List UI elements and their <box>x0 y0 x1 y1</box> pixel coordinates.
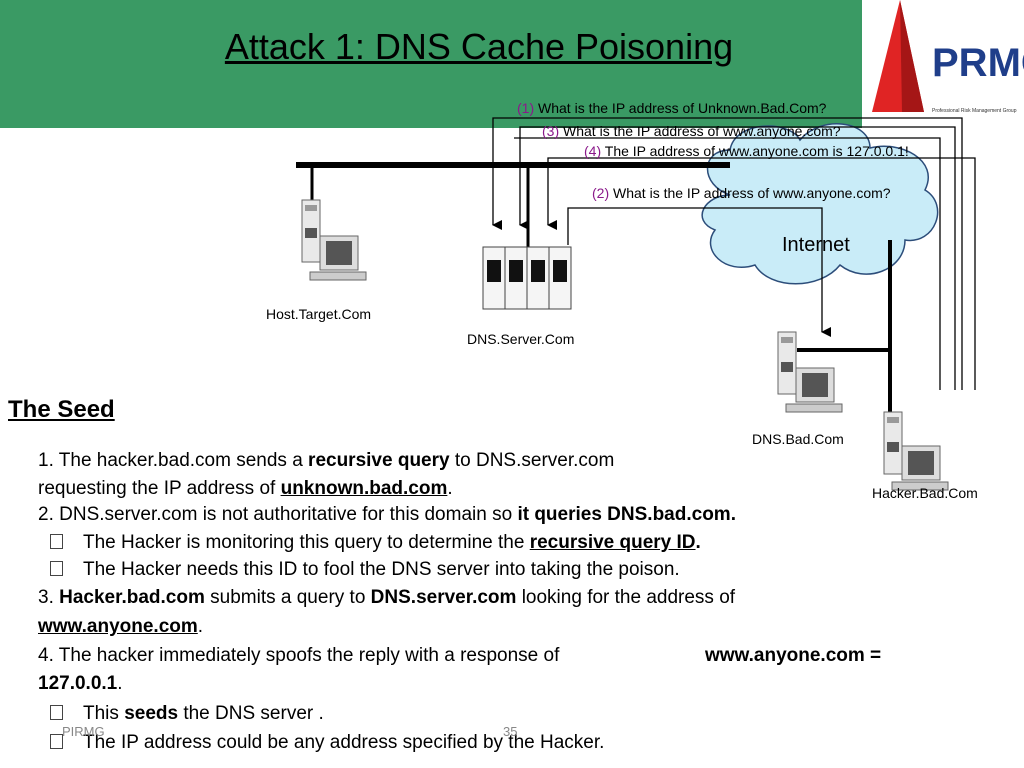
flow-1-arrow <box>492 117 963 390</box>
flow-2-label: (2) What is the IP address of www.anyone… <box>592 185 891 201</box>
dns-bad-computer-icon <box>777 331 843 413</box>
title-band <box>0 0 862 128</box>
logo-subtext: Professional Risk Management Group <box>932 108 1017 114</box>
bullet-box-icon <box>50 534 63 549</box>
prmg-logo: PRMG Professional Risk Management Group <box>862 0 1024 128</box>
footer-left: PIRMG <box>62 724 105 739</box>
flow-4-label: (4) The IP address of www.anyone.com is … <box>584 143 909 159</box>
flow-3-arrow <box>519 126 956 390</box>
step-4-value: www.anyone.com = <box>705 645 882 666</box>
step-2-bullet-2: The Hacker needs this ID to fool the DNS… <box>50 559 680 581</box>
step-3-line-1: 3. Hacker.bad.com submits a query to DNS… <box>38 587 736 608</box>
flow-2-arrow <box>567 207 831 337</box>
slide-title: Attack 1: DNS Cache Poisoning <box>224 26 734 67</box>
flow-3-label: (3) What is the IP address of www.anyone… <box>542 123 841 139</box>
section-heading: The Seed <box>8 396 115 423</box>
hacker-bad-label: Hacker.Bad.Com <box>872 485 978 501</box>
bullet-box-icon <box>50 734 63 749</box>
dns-server-label: DNS.Server.Com <box>467 331 575 347</box>
host-target-label: Host.Target.Com <box>266 306 372 322</box>
bullet-box-icon <box>50 705 63 720</box>
step-1-line-2: requesting the IP address of unknown.bad… <box>38 478 453 499</box>
step-3-line-2: www.anyone.com. <box>38 616 204 637</box>
network-diagram <box>296 117 976 491</box>
host-target-computer-icon <box>301 199 367 281</box>
step-4-bullet-1: This seeds the DNS server . <box>50 703 324 725</box>
flow-4-arrow <box>547 157 976 390</box>
step-4-bullet-2: The IP address could be any address spec… <box>50 732 604 754</box>
dns-server-rack-icon <box>482 246 572 310</box>
internet-cloud <box>701 123 939 285</box>
internet-label: Internet <box>782 234 850 256</box>
page-number: 35 <box>503 724 518 739</box>
dns-bad-label: DNS.Bad.Com <box>752 431 844 447</box>
bullet-box-icon <box>50 561 63 576</box>
prmg-logo-graphic: PRMG Professional Risk Management Group <box>872 0 1024 114</box>
flow-1-label: (1) What is the IP address of Unknown.Ba… <box>517 100 827 116</box>
step-2-bullet-1: The Hacker is monitoring this query to d… <box>50 532 701 554</box>
step-4-line-2: 127.0.0.1. <box>38 673 123 694</box>
step-4-line-1: 4. The hacker immediately spoofs the rep… <box>38 645 560 666</box>
logo-text: PRMG <box>932 41 1024 85</box>
hacker-bad-computer-icon <box>883 411 949 491</box>
step-1-line-1: 1. The hacker.bad.com sends a recursive … <box>38 450 615 471</box>
step-2: 2. DNS.server.com is not authoritative f… <box>38 504 736 525</box>
